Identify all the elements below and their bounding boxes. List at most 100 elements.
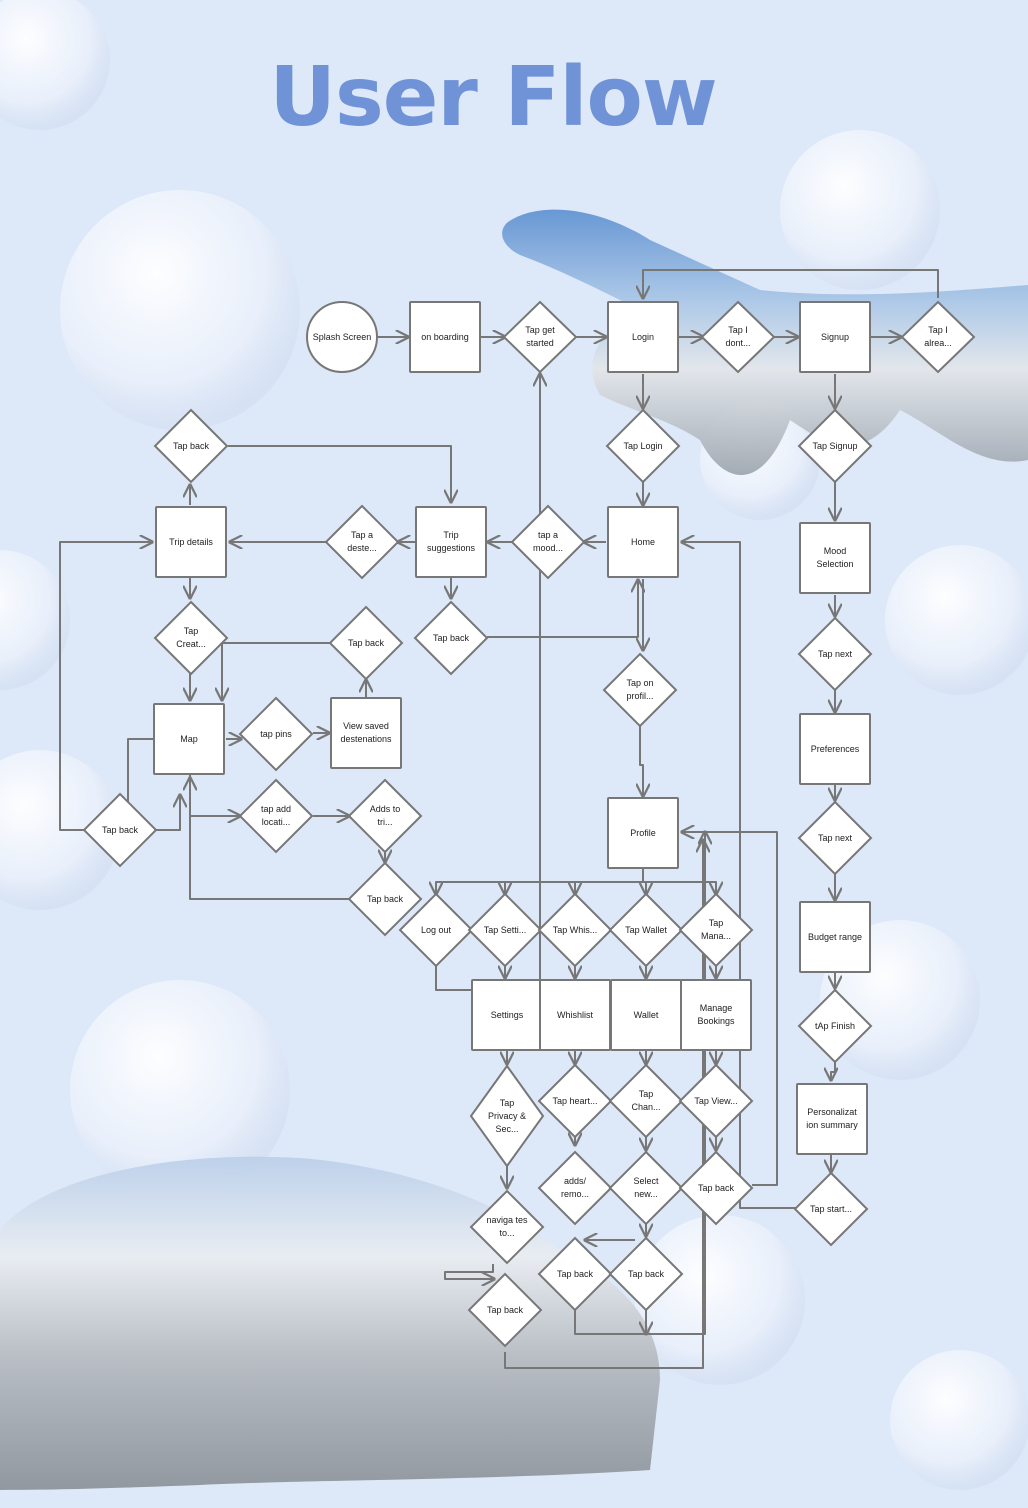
decision-tap-dont: Tap I dont... — [725, 325, 751, 348]
diamond-shape — [537, 892, 613, 968]
diamond-shape — [153, 600, 229, 676]
decision-log-out: Log out — [420, 924, 452, 935]
diamond-shape — [398, 892, 474, 968]
decision-tap-back-top: Tap back — [172, 440, 210, 451]
decision-tap-next-2: Tap next — [817, 832, 853, 843]
decision-tap-back-settings: Tap back — [486, 1304, 524, 1315]
decision-tap-next-1: Tap next — [817, 648, 853, 659]
edge — [643, 881, 716, 894]
node-budget-range: Budget range — [799, 901, 871, 973]
node-home: Home — [607, 506, 679, 578]
node-view-saved-destinations: View saved destenations — [330, 697, 402, 769]
decision-tap-login: Tap Login — [623, 440, 663, 451]
decision-tap-back-whishlist: Tap back — [556, 1268, 594, 1279]
diamond-shape — [537, 1236, 613, 1312]
decision-tap-finish: tAp Finish — [814, 1020, 856, 1031]
diamond-shape — [467, 1272, 543, 1348]
edge — [228, 445, 451, 502]
decision-tap-wallet: Tap Wallet — [625, 924, 667, 935]
diamond-shape — [678, 1063, 754, 1139]
edge — [487, 580, 638, 638]
diamond-shape — [324, 504, 400, 580]
decision-tap-get-started: Tap get started — [525, 325, 555, 348]
diamond-shape — [797, 988, 873, 1064]
diamond-shape — [469, 1064, 545, 1168]
decision-tap-heart: Tap heart... — [552, 1095, 598, 1106]
decision-adds-to-trip: Adds to tri... — [369, 804, 401, 827]
diamond-shape — [608, 1236, 684, 1312]
edge — [575, 881, 643, 894]
node-map: Map — [153, 703, 225, 775]
diamond-shape — [347, 778, 423, 854]
decision-tap-already: Tap I alrea... — [924, 325, 952, 348]
decision-select-new: Select new... — [633, 1176, 659, 1199]
edge — [682, 832, 778, 1186]
diamond-shape — [467, 892, 543, 968]
decision-tap-back-left: Tap back — [101, 824, 139, 835]
node-personalization-summary: Personalizat ion summary — [796, 1083, 868, 1155]
node-wallet: Wallet — [610, 979, 682, 1051]
node-signup: Signup — [799, 301, 871, 373]
decision-tap-on-profile: Tap on profil... — [626, 678, 654, 701]
node-manage-bookings: Manage Bookings — [680, 979, 752, 1051]
node-trip-details: Trip details — [155, 506, 227, 578]
diamond-shape — [678, 892, 754, 968]
diamond-shape — [469, 1189, 545, 1265]
diamond-shape — [510, 504, 586, 580]
node-login: Login — [607, 301, 679, 373]
diamond-shape — [602, 652, 678, 728]
decision-tap-back-suggestions: Tap back — [432, 632, 470, 643]
edge — [640, 726, 643, 796]
decision-tap-settings: Tap Setti... — [483, 924, 527, 935]
diamond-shape — [797, 616, 873, 692]
diamond-shape — [700, 300, 776, 374]
node-onboarding: on boarding — [409, 301, 481, 373]
decision-tap-back-saved: Tap back — [347, 637, 385, 648]
edge — [831, 1062, 835, 1080]
decision-tap-manage: Tap Mana... — [700, 918, 731, 941]
node-profile: Profile — [607, 797, 679, 869]
decision-tap-mood: tap a mood... — [532, 530, 563, 553]
node-mood-selection: Mood Selection — [799, 522, 871, 594]
diamond-shape — [537, 1063, 613, 1139]
diamond-shape — [605, 408, 681, 484]
edge — [190, 778, 350, 900]
diamond-shape — [793, 1171, 869, 1247]
decision-tap-start: Tap start... — [809, 1203, 853, 1214]
diamond-shape — [608, 892, 684, 968]
node-whishlist: Whishlist — [539, 979, 611, 1051]
decision-tap-pins: tap pins — [260, 728, 292, 739]
edge — [444, 1264, 494, 1279]
decision-tap-change: Tap Chan... — [631, 1089, 661, 1112]
node-preferences: Preferences — [799, 713, 871, 785]
diamond-shape — [238, 696, 314, 772]
diamond-shape — [153, 408, 229, 484]
page-title: User Flow — [269, 50, 717, 145]
edge — [643, 269, 939, 298]
decision-tap-back-wallet: Tap back — [627, 1268, 665, 1279]
edge — [59, 542, 152, 831]
decision-tap-view: Tap View... — [694, 1095, 738, 1106]
edge — [682, 542, 796, 1209]
decision-tap-privacy: Tap Privacy & Sec... — [487, 1097, 526, 1134]
diamond-shape — [238, 778, 314, 854]
diamond-shape — [678, 1150, 754, 1226]
diamond-shape — [797, 408, 873, 484]
diamond-shape — [608, 1150, 684, 1226]
decision-tap-signup: Tap Signup — [812, 440, 858, 451]
diamond-shape — [328, 605, 404, 681]
diamond-shape — [537, 1150, 613, 1226]
decision-adds-remove: adds/ remo... — [560, 1176, 589, 1199]
diamond-shape — [347, 861, 423, 937]
decision-navigates-to: naviga tes to... — [486, 1215, 528, 1238]
decision-tap-back-manage: Tap back — [697, 1182, 735, 1193]
decision-tap-create: Tap Creat... — [176, 626, 206, 649]
node-splash-screen: Splash Screen — [306, 301, 378, 373]
diamond-shape — [502, 300, 578, 374]
decision-tap-add-location: tap add locati... — [260, 804, 292, 827]
node-trip-suggestions: Trip suggestions — [415, 506, 487, 578]
diamond-shape — [82, 792, 158, 868]
node-settings: Settings — [471, 979, 543, 1051]
